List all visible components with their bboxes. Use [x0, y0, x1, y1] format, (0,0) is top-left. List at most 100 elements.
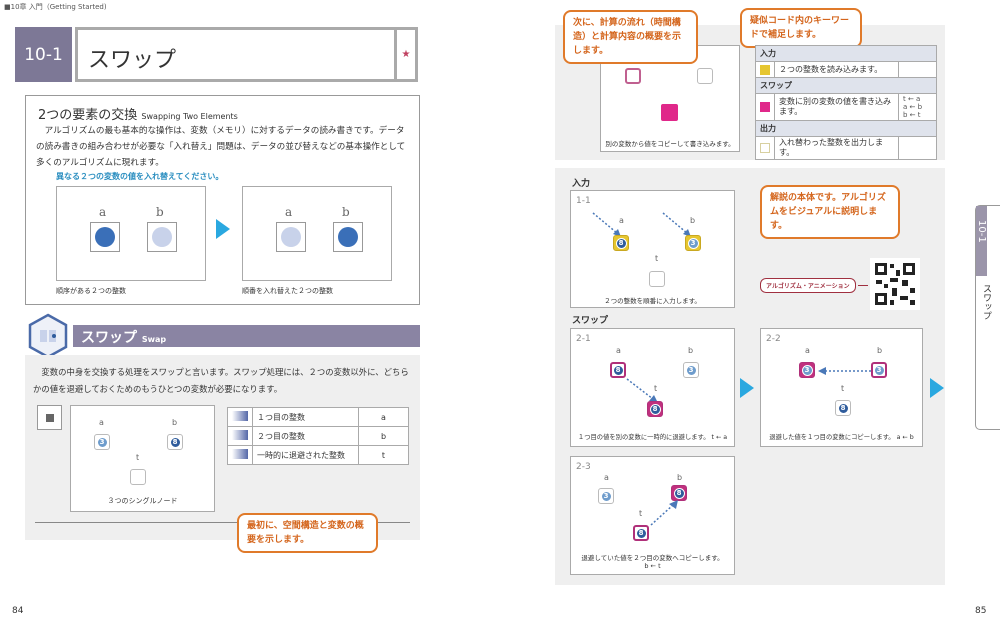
swap-header-row: スワップ	[755, 77, 937, 94]
side-tab[interactable]: 10-1 スワップ	[975, 205, 1000, 430]
node-b: 8	[671, 485, 687, 501]
variable-b	[333, 222, 363, 252]
code-line: t ← a	[903, 95, 921, 103]
step-id: 2-2	[766, 334, 781, 344]
step-caption: １つ目の値を別の変数に一時的に退避します。 t ← a	[577, 434, 728, 441]
label-a: a	[285, 205, 293, 219]
swap-title: スワップ	[81, 330, 137, 346]
label-a: a	[616, 346, 621, 355]
single-node-diagram: a b 3 8 t ３つのシングルノード	[70, 405, 215, 512]
node-a: 8	[613, 235, 629, 251]
star-icon: ★	[397, 27, 418, 82]
after-diagram: a b	[242, 186, 392, 281]
page-title: スワップ	[75, 27, 397, 82]
swap-heading: スワップ	[572, 316, 609, 326]
arrow-right-icon	[216, 219, 230, 239]
label-a: a	[619, 216, 624, 225]
arrow-right-icon	[930, 378, 944, 398]
caption-before: 順序がある２つの整数	[56, 287, 126, 295]
cell-var: a	[358, 407, 409, 427]
arrow-right-icon	[740, 378, 754, 398]
input-heading: 入力	[572, 179, 591, 189]
swap-header: スワップ Swap	[73, 325, 420, 347]
step-caption: 退避していた値を２つ目の変数へコピーします。	[581, 554, 724, 562]
callout-body: 解説の本体です。アルゴリズムをビジュアルに説明します。	[760, 185, 900, 239]
legend-caption: 別の変数から値をコピーして書き込みます。	[605, 140, 735, 148]
step-caption: 退避した値を１つ目の変数にコピーします。 a ← b	[769, 434, 914, 441]
page-number: 84	[12, 606, 24, 616]
code-line: b ← t	[903, 111, 921, 119]
cell-desc: ２つ目の整数	[252, 426, 359, 446]
square-icon	[37, 405, 62, 430]
label-a: a	[99, 205, 107, 219]
caption-after: 順番を入れ替えた２つの整数	[242, 287, 333, 295]
node-b: 8	[167, 434, 183, 450]
step-2-1: 2-1 a b 8 3 t 8 １つ目の値を別の変数に一時的に退避します。 t …	[570, 328, 735, 447]
node-a: 8	[610, 362, 626, 378]
node-b: 3	[685, 235, 701, 251]
intro-paragraph: アルゴリズムの最も基本的な操作は、変数（メモリ）に対するデータの読み書きです。デ…	[36, 126, 406, 168]
code-line: a ← b	[903, 103, 923, 111]
input-desc: ２つの整数を読み込みます。	[774, 61, 899, 78]
variable-a	[276, 222, 306, 252]
variable-b	[147, 222, 177, 252]
node-b: 3	[871, 362, 887, 378]
qr-code-icon[interactable]	[870, 258, 920, 310]
step-id: 2-1	[576, 334, 591, 344]
label-t: t	[136, 453, 140, 462]
label-b: b	[172, 418, 178, 427]
node-value: 8	[615, 237, 627, 249]
dotted-arrow-icon	[818, 367, 871, 375]
node-value: 3	[687, 237, 699, 249]
label-a: a	[805, 346, 810, 355]
label-a: a	[604, 473, 609, 482]
section-number: 10-1	[15, 27, 72, 82]
node-value: 3	[685, 364, 697, 376]
step-1-1: 1-1 a b 8 3 t ２つの整数を順番に入力します。	[570, 190, 735, 308]
cell-desc: １つ目の整数	[252, 407, 359, 427]
swap-paragraph: 変数の中身を交換する処理をスワップと言います。スワップ処理には、２つの変数以外に…	[33, 367, 409, 394]
label-b: b	[690, 216, 696, 225]
label-b: b	[688, 346, 694, 355]
input-header: 入力	[755, 45, 937, 62]
node-value: 8	[649, 403, 661, 415]
callout-keyword: 疑似コード内のキーワードで補足します。	[740, 8, 862, 48]
running-header: ■10章 入門（Getting Started)	[4, 3, 107, 11]
node-t	[649, 271, 665, 287]
intro-box: 2つの要素の交換 Swapping Two Elements アルゴリズムの最も…	[25, 95, 420, 305]
node-b: 3	[683, 362, 699, 378]
node-a: 3	[598, 488, 614, 504]
node-value: 8	[635, 527, 647, 539]
node-a: 3	[799, 362, 815, 378]
swap-title-en: Swap	[141, 335, 167, 344]
label-b: b	[342, 205, 350, 219]
animation-label[interactable]: アルゴリズム・アニメーション	[760, 278, 856, 293]
side-tab-number: 10-1	[976, 206, 987, 276]
node-value: 8	[837, 402, 849, 414]
intro-title: 2つの要素の交換 Swapping Two Elements	[38, 104, 238, 123]
callout-flow: 次に、計算の流れ（時間構造）と計算内容の概要を示します。	[563, 10, 698, 64]
node-value: 3	[801, 364, 813, 376]
node-t: 8	[835, 400, 851, 416]
step-id: 2-3	[576, 462, 591, 472]
label-b: b	[877, 346, 883, 355]
output-header: 出力	[755, 120, 937, 137]
output-desc: 入れ替わった整数を出力します。	[774, 136, 899, 160]
node-t: 8	[633, 525, 649, 541]
step-caption-code: b ← t	[644, 562, 661, 570]
node-value: 3	[96, 436, 108, 448]
swap-desc: 変数に別の変数の値を書き込みます。	[774, 93, 899, 121]
label-t: t	[654, 384, 658, 393]
swap-hexagon-icon	[28, 313, 68, 359]
node-value: 8	[673, 487, 685, 499]
step-caption: ２つの整数を順番に入力します。	[604, 297, 701, 305]
variable-a	[90, 222, 120, 252]
cell-var: b	[358, 426, 409, 446]
callout-space: 最初に、空間構造と変数の概要を示します。	[237, 513, 378, 553]
intro-title-text: 2つの要素の交換	[38, 108, 138, 123]
node-value: 3	[873, 364, 885, 376]
